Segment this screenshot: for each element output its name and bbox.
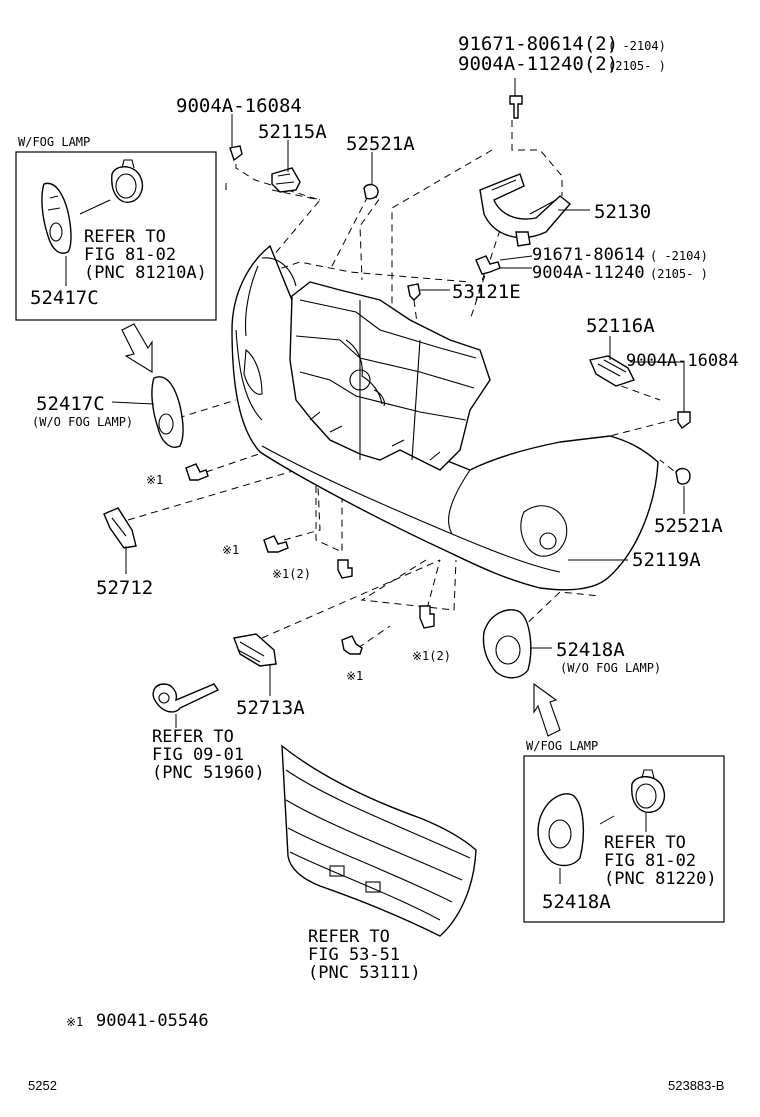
label-52418A-box: 52418A xyxy=(542,891,611,913)
ref-grille-line1: REFER TO xyxy=(308,927,390,947)
label-range-mid-a: ( -2104) xyxy=(650,249,708,263)
fog-lamp-box-left-frame xyxy=(15,151,217,321)
bolt-mid-91671 xyxy=(475,255,501,275)
retainer-52712 xyxy=(103,507,137,549)
footnote-mark: ※1 xyxy=(66,1015,83,1029)
mark-1-d: ※1 xyxy=(346,669,363,683)
retainer-52713A xyxy=(233,633,277,667)
label-range-top-b: (2105- ) xyxy=(608,59,666,73)
arrow-left-box xyxy=(121,323,153,373)
label-52417C: 52417C xyxy=(36,393,105,415)
footnote: ※1 90041-05546 xyxy=(66,1011,209,1031)
ref-fog-left-line2: FIG 81-02 xyxy=(84,245,176,265)
label-52713A: 52713A xyxy=(236,697,305,719)
label-52418A-note: (W/O FOG LAMP) xyxy=(560,661,661,675)
fog-lamp-box-right-frame xyxy=(523,755,725,923)
label-52417C-note: (W/O FOG LAMP) xyxy=(32,415,133,429)
label-52521A-right: 52521A xyxy=(654,515,723,537)
radiator-grille xyxy=(281,744,477,937)
fog-lamp-box-right: W/FOG LAMP xyxy=(523,739,725,923)
mark-1-b: ※1 xyxy=(222,543,239,557)
ref-fog-left-line3: (PNC 81210A) xyxy=(84,263,207,283)
label-52712: 52712 xyxy=(96,577,153,599)
label-9004A-11240-2-top: 9004A-11240(2) xyxy=(458,53,618,75)
label-91671-80614-mid: 91671-80614 xyxy=(532,245,645,265)
mark-1-c: ※1(2) xyxy=(272,567,311,581)
fog-lamp-box-right-title: W/FOG LAMP xyxy=(526,739,598,753)
part-labels: 91671-80614(2) ( -2104) 9004A-11240(2) (… xyxy=(30,33,739,913)
label-52115A: 52115A xyxy=(258,121,327,143)
bolt-mark1-left xyxy=(185,463,209,481)
mark-1-e: ※1(2) xyxy=(412,649,451,663)
fog-cover-left-nofog xyxy=(151,376,184,448)
clip-9004A-16084-right xyxy=(677,411,691,430)
ref-grille-line3: (PNC 53111) xyxy=(308,963,421,983)
fog-lamp-left-box xyxy=(111,159,144,203)
fog-lamp-box-left: W/FOG LAMP xyxy=(15,135,217,321)
ref-fog-right-line3: (PNC 81220) xyxy=(604,869,717,889)
label-9004A-16084-right: 9004A-16084 xyxy=(626,351,739,371)
ref-fog-right-line2: FIG 81-02 xyxy=(604,851,696,871)
refer-note-fog-left: REFER TO FIG 81-02 (PNC 81210A) xyxy=(84,227,207,283)
bolt-top-91671 xyxy=(509,95,523,119)
arrow-right-box xyxy=(533,682,561,737)
fog-cover-right-nofog xyxy=(482,609,532,679)
ref-tow-hook-line2: FIG 09-01 xyxy=(152,745,244,765)
refer-note-fog-right: REFER TO FIG 81-02 (PNC 81220) xyxy=(604,833,717,889)
label-52521A-top: 52521A xyxy=(346,133,415,155)
ref-tow-hook-line1: REFER TO xyxy=(152,727,234,747)
bolt-mark1-2-lower xyxy=(419,605,435,629)
clip-9004A-16084-left xyxy=(229,145,243,162)
refer-note-tow-hook: REFER TO FIG 09-01 (PNC 51960) xyxy=(152,727,265,783)
bumper-reinforcement xyxy=(289,281,491,471)
label-91671-80614-2-top: 91671-80614(2) xyxy=(458,33,618,55)
label-53121E: 53121E xyxy=(452,281,521,303)
retainer-52115A xyxy=(271,167,301,193)
tow-hook xyxy=(152,683,220,713)
label-52119A: 52119A xyxy=(632,549,701,571)
fog-lamp-right-box xyxy=(631,769,666,813)
fog-cover-left-box xyxy=(41,182,72,254)
bumper-cover xyxy=(231,244,659,591)
ref-fog-right-line1: REFER TO xyxy=(604,833,686,853)
ref-tow-hook-line3: (PNC 51960) xyxy=(152,763,265,783)
label-range-mid-b: (2105- ) xyxy=(650,267,708,281)
leader-lines xyxy=(65,78,685,884)
label-52418A: 52418A xyxy=(556,639,625,661)
fog-cover-right-box xyxy=(537,793,585,867)
label-9004A-16084-left: 9004A-16084 xyxy=(176,95,302,117)
clip-52521A-right xyxy=(675,467,691,485)
footnote-part: 90041-05546 xyxy=(96,1011,209,1031)
clip-52521A-top xyxy=(363,183,379,200)
clip-53121E xyxy=(407,283,421,301)
refer-note-grille: REFER TO FIG 53-51 (PNC 53111) xyxy=(308,927,421,983)
footer-page-code: 5252 xyxy=(28,1078,57,1093)
ref-grille-line2: FIG 53-51 xyxy=(308,945,400,965)
retainer-52116A xyxy=(589,355,635,387)
bolt-mark1-2-center xyxy=(337,559,353,579)
label-52116A: 52116A xyxy=(586,315,655,337)
bracket-52130 xyxy=(479,173,572,247)
fog-lamp-box-left-title: W/FOG LAMP xyxy=(18,135,90,149)
label-52130: 52130 xyxy=(594,201,651,223)
mark-1-a: ※1 xyxy=(146,473,163,487)
ref-fog-left-line1: REFER TO xyxy=(84,227,166,247)
footer-figure-id: 523883-B xyxy=(668,1078,724,1093)
label-52417C-box: 52417C xyxy=(30,287,99,309)
label-9004A-11240-mid: 9004A-11240 xyxy=(532,263,645,283)
bolt-mark1-mid xyxy=(263,535,289,553)
label-range-top-a: ( -2104) xyxy=(608,39,666,53)
bolt-mark1-lower xyxy=(341,635,363,655)
